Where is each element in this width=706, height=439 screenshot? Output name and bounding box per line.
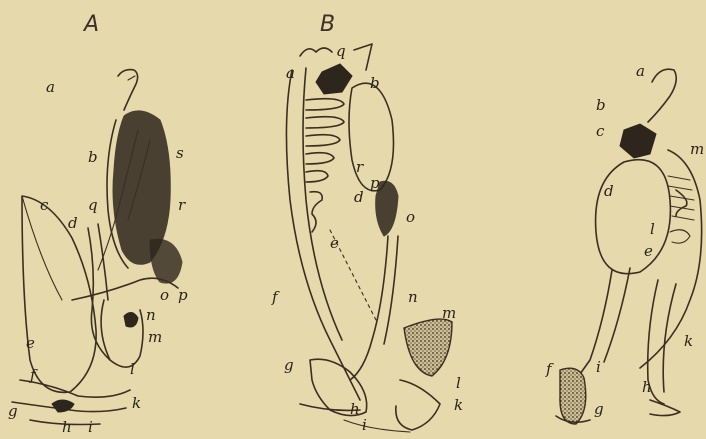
label-a-p: p — [178, 288, 188, 303]
label-a-i: i — [88, 420, 93, 435]
label-b-e: e — [330, 236, 339, 251]
label-c-g: g — [594, 402, 604, 417]
figure-a-drawing — [12, 70, 182, 425]
label-b-f: f — [272, 290, 278, 305]
label-c-d: d — [604, 184, 614, 199]
label-b-p: p — [370, 176, 380, 191]
panel-label-a: A — [84, 14, 99, 36]
label-c-b: b — [596, 98, 606, 113]
label-a-b: b — [88, 150, 98, 165]
label-a-a: a — [46, 80, 55, 95]
label-c-m: m — [690, 142, 704, 157]
label-b-o: o — [406, 210, 415, 225]
figure-c-drawing — [556, 69, 702, 424]
label-c-f: f — [546, 362, 552, 377]
label-b-h: h — [350, 402, 360, 417]
label-a-m: m — [148, 330, 162, 345]
label-c-c: c — [596, 124, 604, 139]
label-a-l: l — [130, 362, 135, 377]
label-b-n: n — [408, 290, 418, 305]
figure-b-drawing — [286, 44, 452, 432]
label-b-d: d — [354, 190, 364, 205]
label-b-b: b — [370, 76, 380, 91]
label-b-q: q — [336, 44, 346, 59]
label-c-e: e — [644, 244, 653, 259]
label-c-a: a — [636, 64, 645, 79]
label-a-r: r — [178, 198, 185, 213]
label-a-c: c — [40, 198, 48, 213]
label-a-s: s — [176, 146, 184, 161]
label-b-g: g — [284, 358, 294, 373]
label-a-g: g — [8, 404, 18, 419]
label-b-k: k — [454, 398, 463, 413]
label-a-o: o — [160, 288, 169, 303]
label-a-e: e — [26, 336, 35, 351]
label-b-r: r — [356, 160, 363, 175]
label-a-q: q — [88, 198, 98, 213]
label-b-m: m — [442, 306, 456, 321]
label-a-f: f — [30, 368, 36, 383]
label-a-k: k — [132, 396, 141, 411]
label-b-a: a — [286, 66, 295, 81]
label-c-i: i — [596, 360, 601, 375]
label-c-h: h — [642, 380, 652, 395]
label-b-i: i — [362, 418, 367, 433]
label-a-h: h — [62, 420, 72, 435]
label-b-l: l — [456, 376, 461, 391]
label-a-d: d — [68, 216, 78, 231]
label-c-l: l — [650, 222, 655, 237]
label-a-n: n — [146, 308, 156, 323]
label-c-k: k — [684, 334, 693, 349]
panel-label-b: B — [320, 14, 335, 36]
